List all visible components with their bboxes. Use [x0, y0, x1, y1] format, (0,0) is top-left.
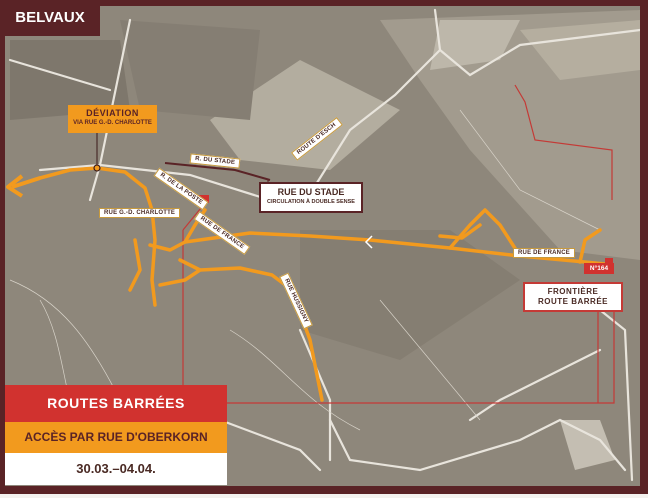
rue-du-stade-line	[164, 162, 271, 181]
deviation-heading: DÉVIATION	[86, 108, 139, 118]
legend-access: ACCÈS PAR RUE D'OBERKORN	[5, 422, 227, 453]
deviation-sub: VIA RUE G.-D. CHARLOTTE	[73, 120, 152, 126]
map-canvas[interactable]: R. DU STADE R. DE LA POSTE ROUTE D'ESCH …	[5, 6, 640, 486]
field-area	[210, 60, 400, 170]
legend-dates: 30.03.–04.04.	[5, 453, 227, 485]
map-graphics	[6, 8, 640, 482]
arrow-left-icon	[364, 235, 373, 249]
rue-du-stade-sub: CIRCULATION À DOUBLE SENSE	[267, 199, 355, 205]
arrow-left-icon	[6, 174, 24, 198]
field-area	[300, 230, 520, 360]
town-area	[120, 20, 260, 120]
rue-du-stade-heading: RUE DU STADE	[277, 187, 345, 197]
frontier-line2: ROUTE BARRÉE	[537, 297, 608, 306]
deviation-point-marker	[93, 164, 101, 172]
detour-arrow-line	[11, 176, 41, 189]
road-number-badge: N°164	[584, 263, 614, 274]
field-area	[520, 20, 640, 80]
frontier-line1: FRONTIÈRE	[547, 287, 599, 296]
town-title: BELVAUX	[0, 0, 100, 36]
town-area	[10, 40, 130, 120]
field-area	[560, 420, 615, 470]
frontier-callout: FRONTIÈRE ROUTE BARRÉE	[523, 282, 623, 312]
street-label-rue-gd-charlotte: RUE G.-D. CHARLOTTE	[99, 208, 181, 218]
legend-closed-roads: ROUTES BARRÉES	[5, 385, 227, 422]
rue-du-stade-callout: RUE DU STADE CIRCULATION À DOUBLE SENSE	[259, 182, 363, 213]
deviation-callout: DÉVIATION VIA RUE G.-D. CHARLOTTE	[68, 105, 157, 133]
street-label-rue-de-france-east: RUE DE FRANCE	[513, 248, 575, 258]
